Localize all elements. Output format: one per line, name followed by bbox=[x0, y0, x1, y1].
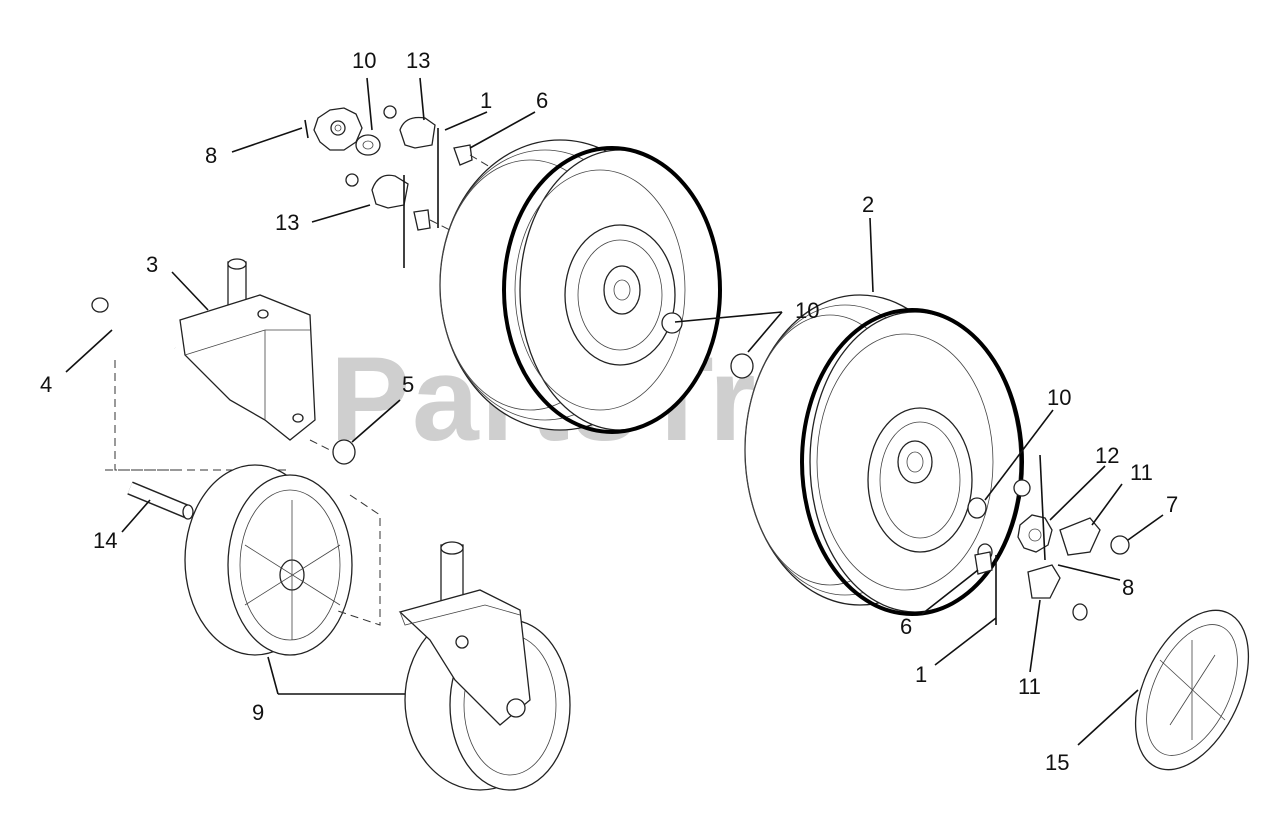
cotter-pin-part bbox=[304, 119, 309, 139]
callout-labels: 1 1 2 3 4 5 6 6 7 8 8 9 10 10 10 11 11 1… bbox=[40, 48, 1178, 775]
callout-8: 8 bbox=[1122, 575, 1134, 600]
bracket-part bbox=[371, 174, 409, 209]
callout-15: 15 bbox=[1045, 750, 1069, 775]
bracket-part bbox=[1027, 564, 1061, 599]
star-washer-part bbox=[313, 107, 363, 151]
hubcap-part bbox=[1134, 609, 1250, 771]
callout-10: 10 bbox=[795, 298, 819, 323]
callout-6: 6 bbox=[900, 614, 912, 639]
upper-tire-assembly bbox=[439, 139, 722, 434]
wheel-hub bbox=[897, 440, 933, 484]
axle-part bbox=[127, 481, 194, 520]
wheel-hub bbox=[603, 265, 641, 315]
nut-part bbox=[345, 173, 359, 187]
washer-part bbox=[730, 353, 754, 379]
nut-part bbox=[1013, 479, 1031, 497]
callout-9: 9 bbox=[252, 700, 264, 725]
callout-1: 1 bbox=[915, 662, 927, 687]
washer-part bbox=[661, 312, 683, 334]
lower-hardware-group bbox=[974, 454, 1130, 625]
star-washer-part bbox=[1017, 514, 1053, 553]
clip-part bbox=[413, 209, 431, 231]
callout-4: 4 bbox=[40, 372, 52, 397]
clip-part bbox=[453, 144, 473, 166]
callout-1: 1 bbox=[480, 88, 492, 113]
callout-3: 3 bbox=[146, 252, 158, 277]
callout-14: 14 bbox=[93, 528, 117, 553]
callout-12: 12 bbox=[1095, 443, 1119, 468]
nut-part bbox=[383, 105, 397, 119]
tire-outline bbox=[502, 146, 722, 434]
callout-5: 5 bbox=[402, 372, 414, 397]
clip-part bbox=[974, 551, 993, 575]
callout-13: 13 bbox=[406, 48, 430, 73]
callout-11: 11 bbox=[1018, 674, 1041, 699]
leader-lines bbox=[65, 77, 1164, 746]
callout-10: 10 bbox=[352, 48, 376, 73]
bracket-part bbox=[1059, 517, 1101, 556]
caster-wheel-right bbox=[398, 541, 571, 791]
callout-6: 6 bbox=[536, 88, 548, 113]
callout-11: 11 bbox=[1130, 460, 1153, 485]
nut-part bbox=[1110, 535, 1130, 555]
callout-13: 13 bbox=[275, 210, 299, 235]
washer-part bbox=[355, 134, 381, 156]
caster-bracket-assembly bbox=[91, 258, 356, 471]
upper-hardware-group bbox=[304, 105, 521, 268]
bracket-part bbox=[179, 294, 316, 441]
callout-10: 10 bbox=[1047, 385, 1071, 410]
callout-7: 7 bbox=[1166, 492, 1178, 517]
nut-part bbox=[332, 439, 356, 465]
callout-2: 2 bbox=[862, 192, 874, 217]
assembly-line bbox=[429, 219, 471, 241]
lower-tire-assembly bbox=[730, 294, 1024, 616]
tire-outline bbox=[800, 308, 1024, 616]
caster-wheel-left bbox=[184, 464, 381, 656]
callout-8: 8 bbox=[205, 143, 217, 168]
bracket-part bbox=[399, 116, 436, 149]
